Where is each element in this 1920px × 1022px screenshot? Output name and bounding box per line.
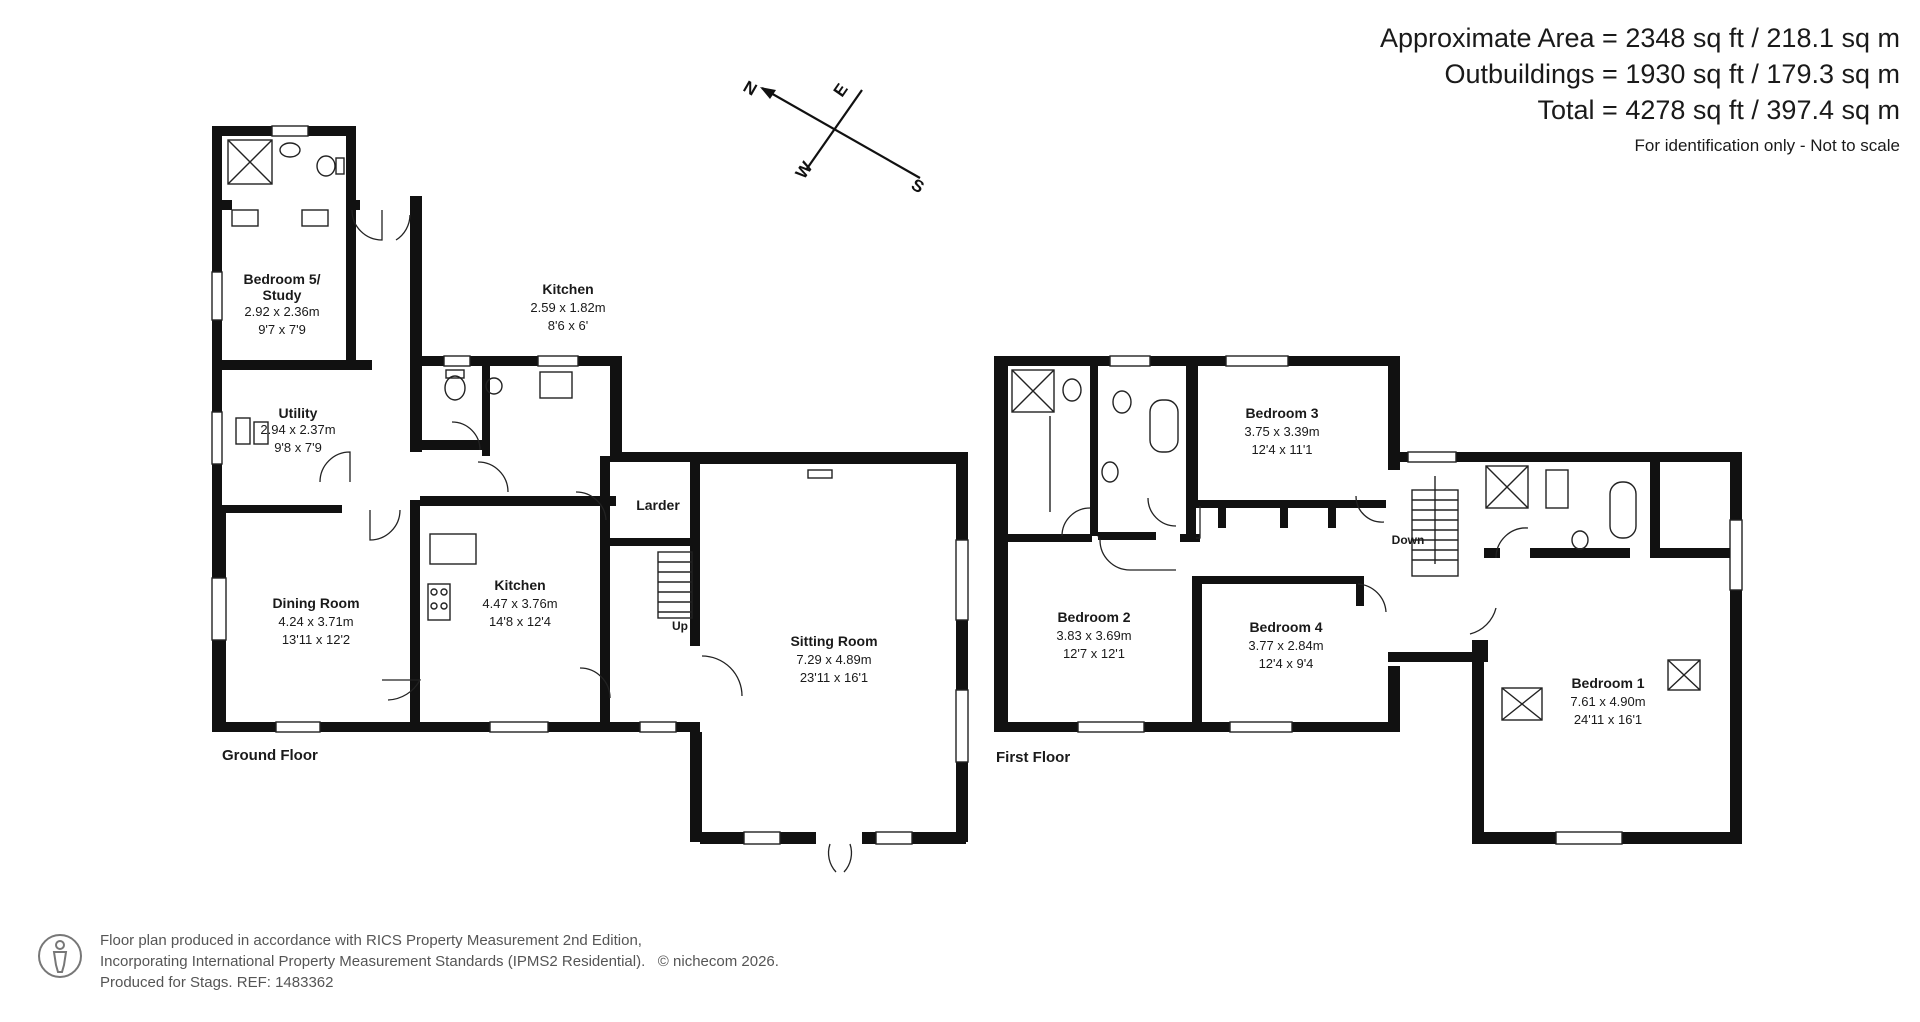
compass: N E S W [740, 77, 927, 197]
kitchen-small-imperial: 8'6 x 6' [548, 318, 588, 333]
bedroom2-imperial: 12'7 x 12'1 [1063, 646, 1125, 661]
kitchen-small-metric: 2.59 x 1.82m [530, 300, 605, 315]
footer-line-1: Floor plan produced in accordance with R… [100, 932, 642, 949]
utility-metric: 2.94 x 2.37m [260, 422, 335, 437]
kitchen-imperial: 14'8 x 12'4 [489, 614, 551, 629]
bedroom5-metric: 2.92 x 2.36m [244, 304, 319, 319]
bedroom5-imperial: 9'7 x 7'9 [258, 322, 306, 337]
sitting-metric: 7.29 x 4.89m [796, 652, 871, 667]
dining-imperial: 13'11 x 12'2 [282, 632, 350, 647]
scale-note: For identification only - Not to scale [1634, 136, 1900, 155]
utility-name: Utility [279, 405, 318, 421]
bedroom5-name: Bedroom 5/ [243, 271, 320, 287]
footer-copyright: © nichecom 2026. [657, 953, 779, 970]
utility-imperial: 9'8 x 7'9 [274, 440, 322, 455]
bedroom1-imperial: 24'11 x 16'1 [1574, 712, 1642, 727]
footer-credits: Floor plan produced in accordance with R… [100, 930, 779, 993]
bedroom2-metric: 3.83 x 3.69m [1056, 628, 1131, 643]
sitting-name: Sitting Room [790, 633, 877, 649]
bedroom3-name: Bedroom 3 [1245, 405, 1318, 421]
first-floor-label: First Floor [996, 749, 1070, 766]
ground-floor-label: Ground Floor [222, 747, 318, 764]
person-icon [38, 934, 82, 978]
area-summary: Approximate Area = 2348 sq ft / 218.1 sq… [1380, 20, 1900, 156]
compass-s-label: S [908, 175, 927, 197]
larder-name: Larder [636, 497, 680, 513]
room-labels: Bedroom 5/ Study 2.92 x 2.36m 9'7 x 7'9 … [222, 271, 1646, 766]
footer-line-3: Produced for Stags. REF: 1483362 [100, 974, 334, 991]
footer-line-2: Incorporating International Property Mea… [100, 953, 646, 970]
first-floor-plan [994, 355, 1743, 845]
bedroom4-imperial: 12'4 x 9'4 [1259, 656, 1314, 671]
compass-e-label: E [830, 80, 852, 100]
footer-line-2-wrap: Incorporating International Property Mea… [100, 951, 779, 972]
ground-floor-plan [211, 125, 969, 873]
bedroom1-metric: 7.61 x 4.90m [1570, 694, 1645, 709]
bedroom3-metric: 3.75 x 3.39m [1244, 424, 1319, 439]
kitchen-metric: 4.47 x 3.76m [482, 596, 557, 611]
stairs-down-label: Down [1392, 533, 1425, 547]
dining-name: Dining Room [272, 595, 359, 611]
bedroom5-name-2: Study [263, 287, 302, 303]
bedroom4-name: Bedroom 4 [1249, 619, 1322, 635]
outbuildings-area: Outbuildings = 1930 sq ft / 179.3 sq m [1444, 59, 1900, 89]
approximate-area: Approximate Area = 2348 sq ft / 218.1 sq… [1379, 23, 1900, 53]
sitting-imperial: 23'11 x 16'1 [800, 670, 868, 685]
compass-n-label: N [740, 77, 760, 100]
bedroom4-metric: 3.77 x 2.84m [1248, 638, 1323, 653]
kitchen-small-name: Kitchen [542, 281, 593, 297]
stairs-up-label: Up [672, 619, 688, 633]
dining-metric: 4.24 x 3.71m [278, 614, 353, 629]
total-area: Total = 4278 sq ft / 397.4 sq m [1537, 95, 1900, 125]
bedroom3-imperial: 12'4 x 11'1 [1251, 442, 1312, 457]
bedroom2-name: Bedroom 2 [1057, 609, 1130, 625]
bedroom1-name: Bedroom 1 [1571, 675, 1644, 691]
kitchen-name: Kitchen [494, 577, 545, 593]
